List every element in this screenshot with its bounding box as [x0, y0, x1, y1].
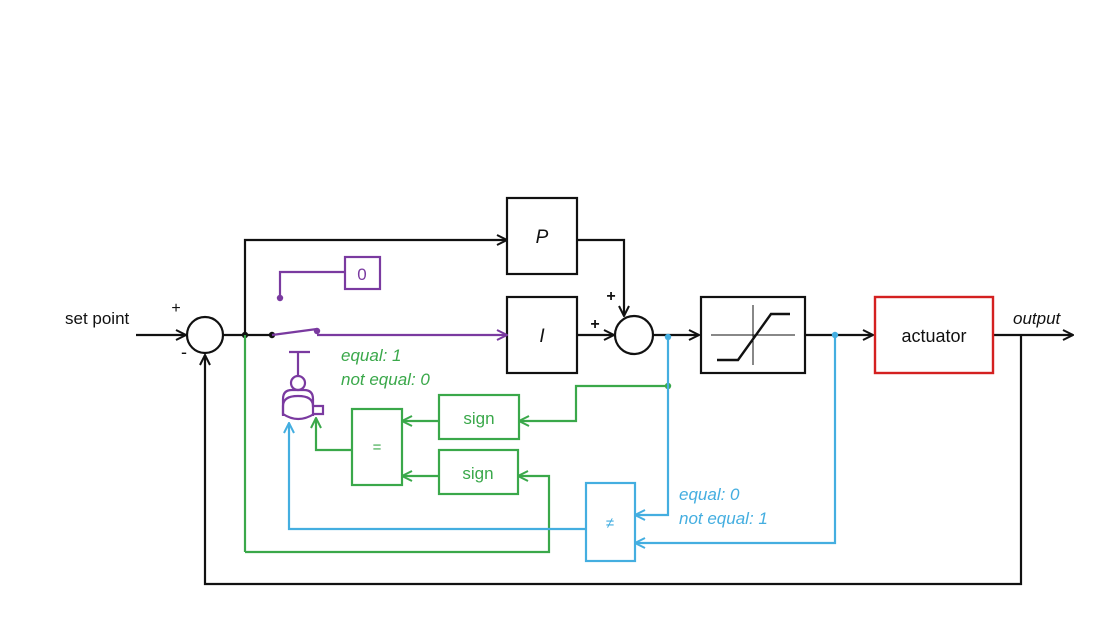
- switch-blade: [271, 327, 318, 337]
- zero-constant-block: [343, 255, 382, 291]
- switch-contact-dot-b: [313, 327, 321, 335]
- switch-relay-knob: [289, 374, 307, 392]
- zero-to-switch-line: [278, 270, 345, 297]
- sum-to-upper-sign-line: [519, 384, 668, 421]
- p-to-sum-line: [577, 238, 624, 316]
- sign-lower-label: sign: [462, 464, 493, 483]
- saturation-logic: [289, 335, 837, 563]
- switch-equal-note: equal: 1: [341, 346, 402, 365]
- feedback-minus-sign: -: [181, 342, 187, 362]
- main-signal-path: [136, 238, 1073, 586]
- error-summing-junction: [185, 315, 225, 355]
- feedback-line: [205, 335, 1023, 586]
- error-to-lower-sign-line: [245, 476, 551, 554]
- switch-relay-body: [281, 388, 315, 416]
- sign-upper-label: sign: [463, 409, 494, 428]
- p-path-plus-sign: +: [606, 288, 615, 305]
- switch-not-equal-note: not equal: 0: [341, 370, 430, 389]
- setpoint-plus-sign: +: [171, 300, 180, 317]
- i-block: [505, 295, 579, 375]
- actuator-label: actuator: [901, 326, 966, 346]
- sign-block-lower: [437, 448, 520, 496]
- p-block: [505, 196, 579, 276]
- saturated-output-dot: [831, 331, 839, 339]
- i-block-label: I: [539, 326, 545, 347]
- switch-contact-dot-a: [276, 294, 284, 302]
- sign-logic: [243, 335, 668, 554]
- neq-not-equal-note: not equal: 1: [679, 509, 768, 528]
- sum-to-neq-line: [635, 337, 670, 515]
- not-equal-comparator-label: ≠: [606, 515, 614, 532]
- actuator-block: [873, 295, 995, 375]
- output-label: output: [1013, 309, 1062, 328]
- neq-to-switch-line: [289, 423, 586, 531]
- equal-to-switch-line: [316, 418, 352, 452]
- pi-summing-junction: [613, 314, 655, 356]
- equal-comparator-label: =: [373, 439, 382, 456]
- saturation-icon: [711, 305, 795, 365]
- zero-constant-label: 0: [357, 265, 366, 284]
- switch-relay-cup: [281, 394, 325, 421]
- i-path-plus-sign: +: [590, 316, 599, 333]
- not-equal-comparator-block: [584, 481, 637, 563]
- p-block-label: P: [536, 227, 549, 248]
- equal-comparator-block: [350, 407, 404, 487]
- set-point-label: set point: [65, 309, 130, 328]
- sign-block-upper: [437, 393, 521, 441]
- saturated-to-neq-line: [635, 335, 837, 543]
- sum-output-dot: [664, 333, 672, 341]
- error-to-p-line: [243, 240, 507, 335]
- integrator-switch: [271, 255, 507, 421]
- neq-equal-note: equal: 0: [679, 485, 740, 504]
